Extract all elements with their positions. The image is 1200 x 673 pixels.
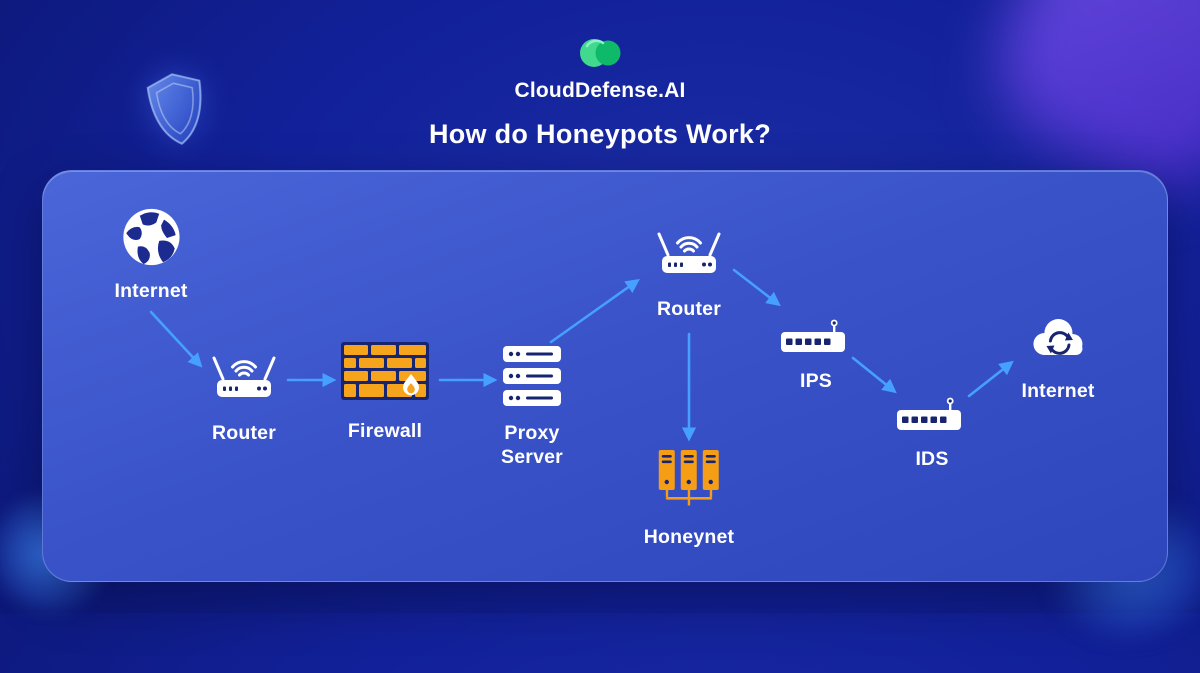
node-honeynet: Honeynet [644,448,734,550]
wifi-router-icon [654,228,724,278]
node-label: Internet [1021,380,1095,402]
page-title: How do Honeypots Work? [428,119,772,149]
server-rack-group-icon [657,448,721,508]
node-internet-exit: Internet [1021,316,1094,404]
node-router-entry: Router [209,352,279,446]
node-label: Router [656,298,722,320]
node-ips: IPS [781,318,851,394]
shield-icon [146,73,202,145]
node-label: Proxy Server [501,422,563,468]
globe-icon [120,206,182,268]
node-label: IPS [799,370,833,392]
node-label: Honeynet [643,526,735,548]
node-label: IDS [915,448,949,470]
brand-header: CloudDefense.AI [0,34,1200,103]
network-switch-icon [781,318,851,354]
node-ids: IDS [897,396,967,472]
brand-name: CloudDefense.AI [514,79,686,102]
node-internet-source: Internet [114,206,187,304]
network-switch-icon [897,396,967,432]
node-proxy-server: Proxy Server [491,346,573,470]
server-stack-icon [503,346,561,408]
wifi-router-icon [209,352,279,402]
node-label: Router [211,422,277,444]
node-label: Internet [114,280,188,302]
node-firewall: Firewall [341,342,429,444]
node-label: Firewall [347,420,423,442]
clouddefense-logo-icon [580,39,621,67]
cloud-sync-icon [1028,316,1088,360]
brick-wall-flame-icon [341,342,429,400]
node-router-internal: Router [654,228,724,322]
